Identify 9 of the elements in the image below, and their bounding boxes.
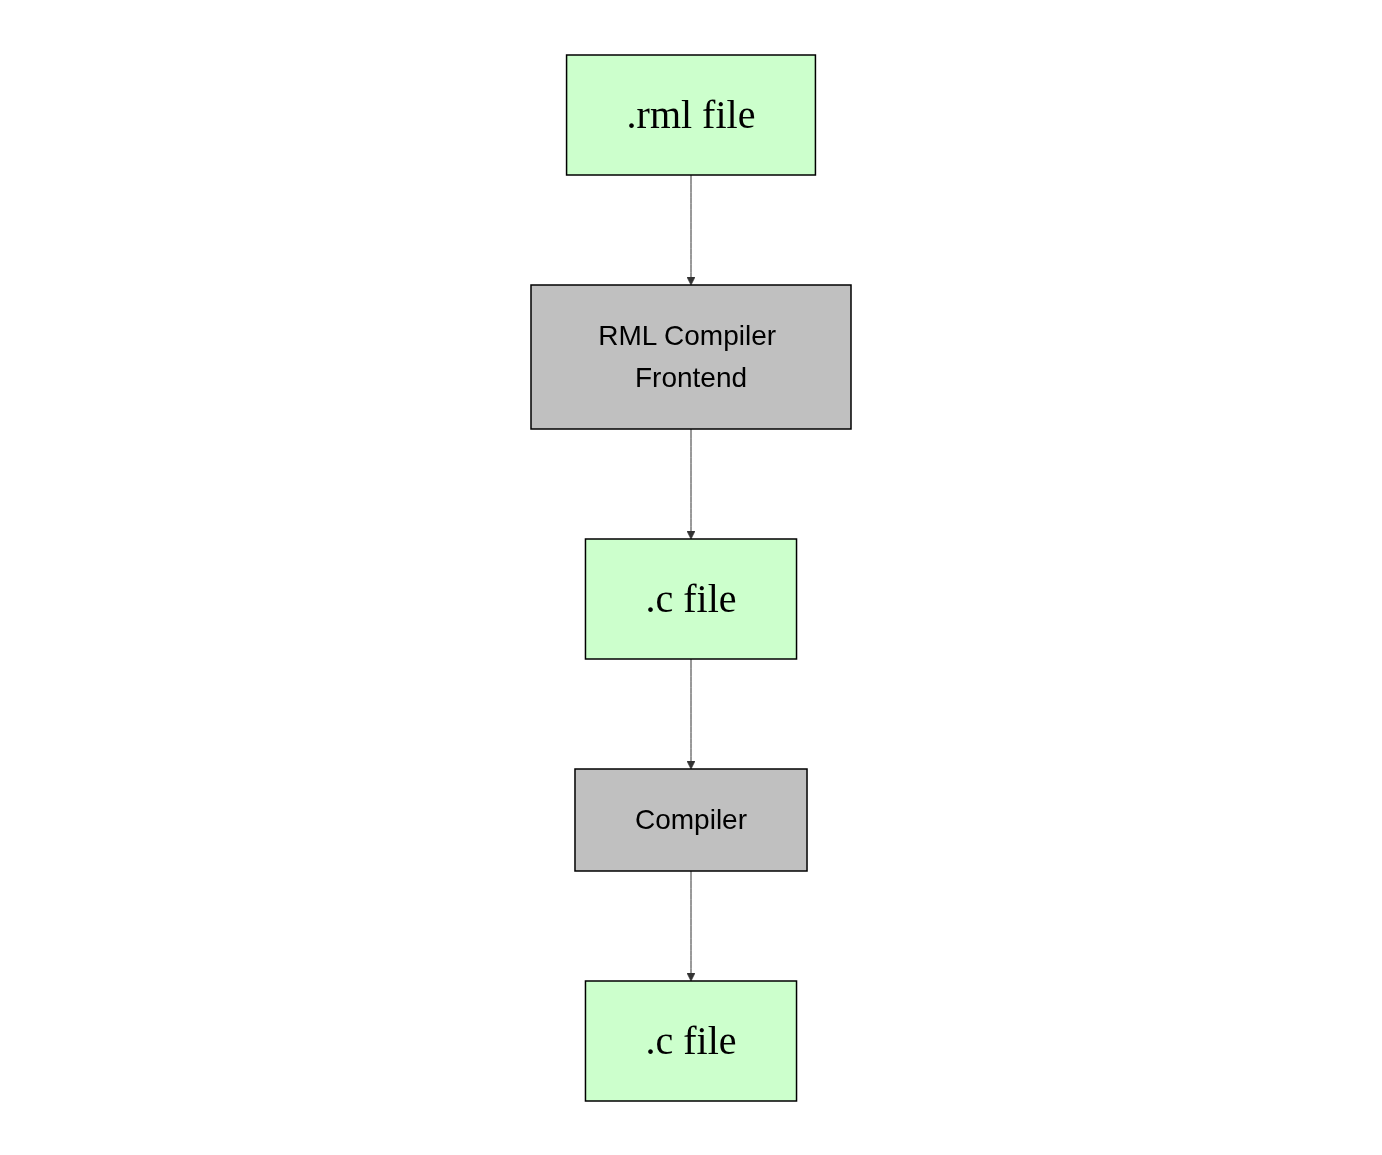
arrow: [686, 658, 696, 769]
arrow: [686, 428, 696, 539]
node-box: RML Compiler Frontend: [530, 283, 852, 430]
node-box: Compiler: [574, 767, 808, 872]
node-box: .c file: [584, 537, 798, 660]
arrow: [686, 174, 696, 285]
node-box: .c file: [584, 979, 798, 1102]
node-box: .rml file: [565, 53, 817, 176]
arrow: [686, 870, 696, 981]
